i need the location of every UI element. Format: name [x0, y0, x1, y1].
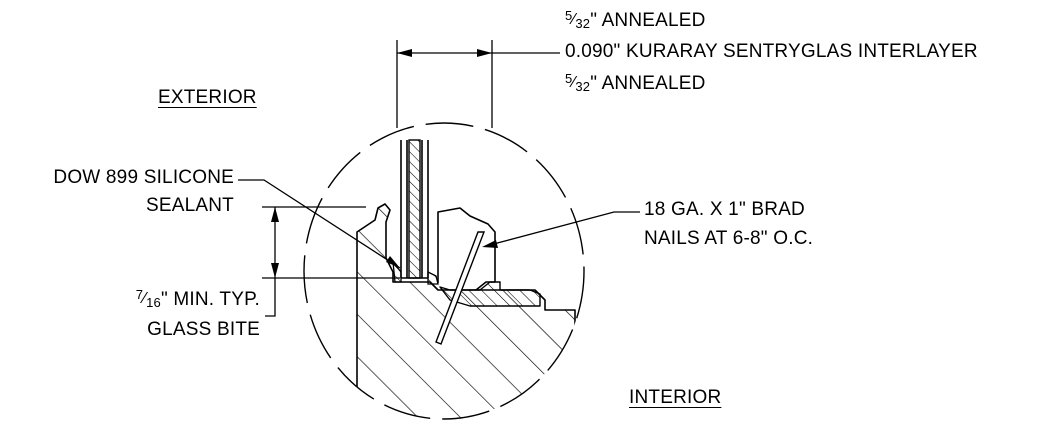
sealant-label-line2: SEALANT: [146, 195, 234, 216]
sealant-leader: [238, 179, 401, 269]
glass-top-label: 5⁄32" ANNEALED: [565, 8, 706, 31]
exterior-label: EXTERIOR: [158, 87, 257, 108]
bite-label-line1: 7⁄16" MIN. TYP.: [135, 287, 260, 310]
sealant-label-line1: DOW 899 SILICONE: [53, 167, 234, 188]
wood-frame: [356, 203, 576, 419]
interior-label: INTERIOR: [629, 387, 722, 408]
bite-fraction: 7⁄16: [135, 287, 161, 310]
glass-stop-hatched: [439, 281, 541, 307]
nails-label-line2: NAILS AT 6-8" O.C.: [644, 228, 814, 249]
glass-bottom-fraction: 5⁄32: [565, 71, 591, 94]
interlayer-hatch: [408, 139, 421, 279]
brad-nail: [435, 231, 486, 345]
glass-bottom-label: 5⁄32" ANNEALED: [565, 71, 706, 94]
glass-top-fraction: 5⁄32: [565, 8, 591, 31]
interlayer-label: 0.090" KURARAY SENTRYGLAS INTERLAYER: [565, 41, 978, 62]
nails-leader: [485, 211, 640, 247]
bite-label-line2: GLASS BITE: [147, 319, 260, 340]
nails-label-line1: 18 GA. X 1" BRAD: [644, 199, 805, 220]
silicone-sealant-bead: [392, 259, 402, 283]
